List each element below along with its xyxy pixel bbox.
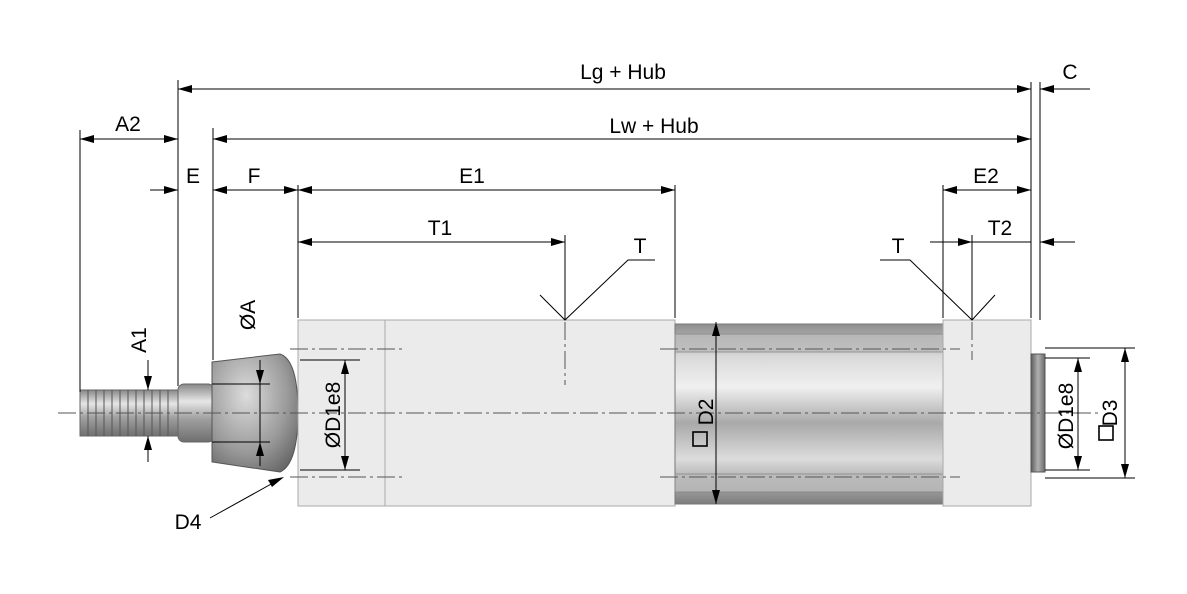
label-phi-d1e8-left: ØD1e8 [322, 382, 345, 449]
label-phi-a: ØA [237, 300, 260, 330]
label-d2: D2 [695, 399, 718, 426]
label-e1: E1 [459, 165, 485, 188]
label-phi-d1e8-right: ØD1e8 [1055, 383, 1078, 450]
square-symbol-d3 [1098, 425, 1114, 441]
labels: Lg + Hub C A2 Lw + Hub E F E1 E2 T1 T T … [115, 61, 1122, 534]
label-d4: D4 [175, 511, 202, 534]
label-a1: A1 [128, 327, 151, 353]
t-marker-right [880, 259, 996, 321]
leader-d4 [209, 477, 283, 519]
label-t-left: T [634, 235, 647, 258]
center-lines [58, 322, 1100, 478]
dimension-lines [80, 85, 1129, 519]
label-t1: T1 [428, 217, 453, 240]
label-lw-hub: Lw + Hub [609, 115, 698, 138]
label-e: E [186, 165, 200, 188]
label-f: F [248, 165, 261, 188]
label-a2: A2 [115, 113, 141, 136]
label-t-right: T [892, 235, 905, 258]
label-d3: D3 [1099, 400, 1122, 427]
square-symbol-d2 [692, 431, 708, 447]
label-e2: E2 [973, 165, 999, 188]
label-t2: T2 [988, 217, 1013, 240]
t-marker-left [539, 259, 655, 321]
label-c: C [1062, 61, 1077, 84]
extension-lines [79, 80, 1135, 479]
label-lg-hub: Lg + Hub [580, 61, 666, 84]
